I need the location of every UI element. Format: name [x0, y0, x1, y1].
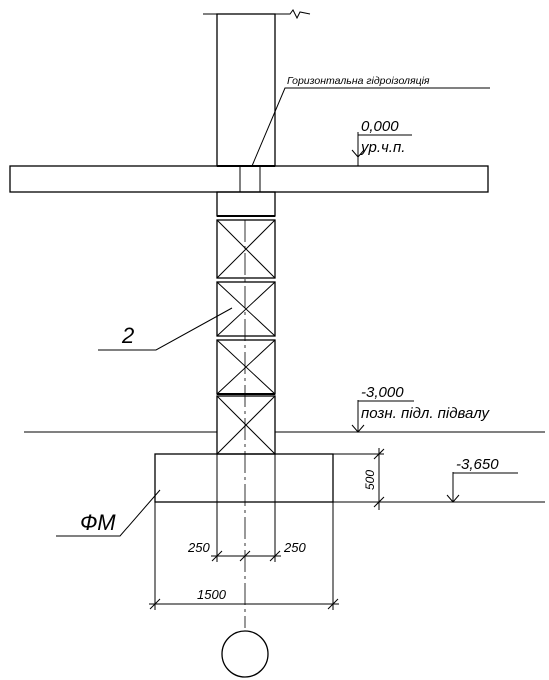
foundation-mark-leader	[56, 489, 161, 537]
svg-text:500: 500	[363, 470, 377, 490]
svg-text:0,000: 0,000	[361, 118, 399, 135]
svg-text:250: 250	[187, 540, 210, 555]
level-mark-base: -3,650	[446, 456, 518, 503]
svg-text:-3,000: -3,000	[361, 384, 404, 401]
level-mark-basement: -3,000 позн. підл. підвалу	[351, 384, 491, 433]
svg-text:-3,650: -3,650	[456, 456, 499, 473]
block-mark-label: 2	[121, 323, 134, 348]
width-dimension: 1500	[149, 587, 339, 610]
waterproofing-label: Горизонтальна гідроізоляція	[287, 75, 430, 87]
svg-text:250: 250	[283, 540, 306, 555]
foundation-mark-label: ФМ	[80, 510, 116, 535]
block-mark-leader	[98, 307, 233, 351]
block-1	[216, 219, 276, 279]
block-2	[216, 281, 276, 337]
svg-text:1500: 1500	[197, 587, 227, 602]
waterproofing-insert	[239, 165, 261, 193]
axis-marker	[221, 630, 269, 678]
svg-text:позн. підл. підвалу: позн. підл. підвалу	[361, 405, 491, 422]
belt-band	[216, 191, 276, 217]
svg-text:ур.ч.п.: ур.ч.п.	[360, 139, 405, 156]
floor-slab	[9, 165, 489, 193]
offset-dimension: 250 250	[187, 540, 306, 562]
upper-wall	[216, 13, 276, 167]
waterproofing-leader	[251, 87, 490, 167]
foundation-pad	[154, 453, 334, 503]
height-dimension: 500	[333, 448, 385, 510]
level-mark-zero: 0,000 ур.ч.п.	[351, 118, 412, 166]
block-stack	[216, 219, 276, 455]
break-line	[203, 9, 311, 20]
